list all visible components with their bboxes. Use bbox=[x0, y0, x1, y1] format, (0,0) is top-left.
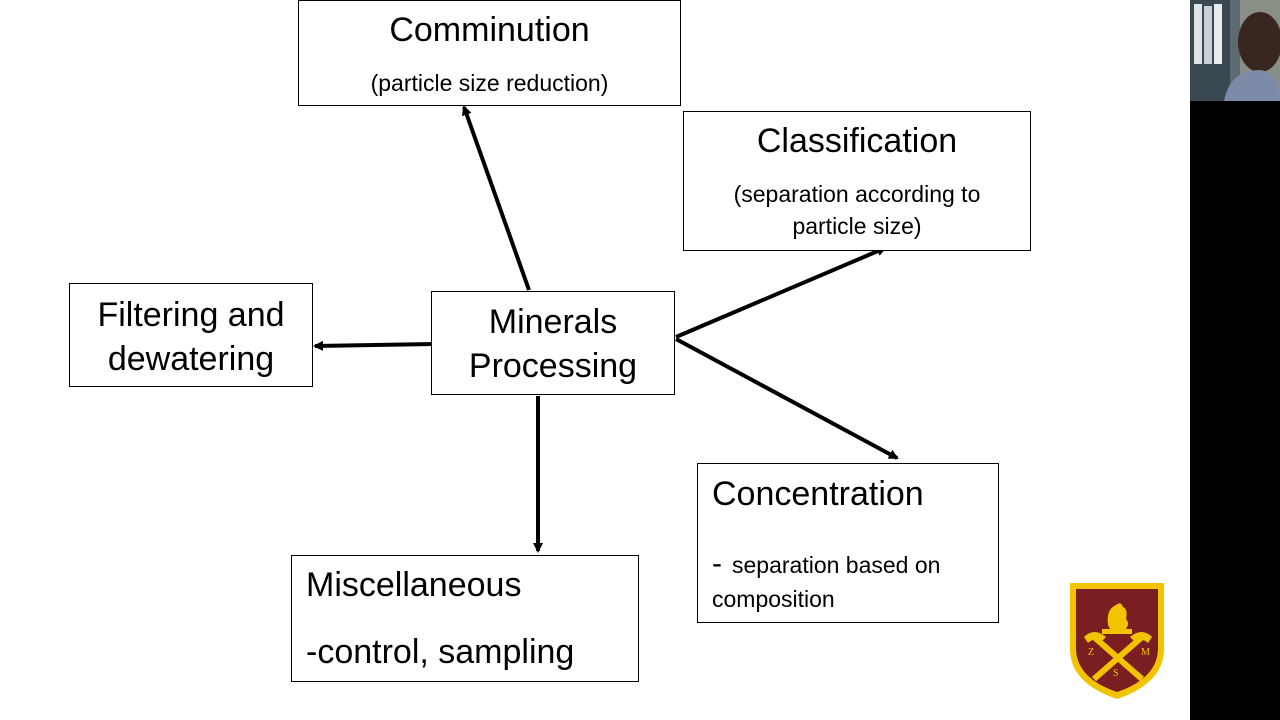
logo-letter-s: S bbox=[1113, 668, 1119, 679]
hammer-icon bbox=[1084, 632, 1106, 643]
webcam-feed bbox=[1190, 0, 1280, 101]
arrow-to-comminution bbox=[461, 105, 531, 291]
school-crest-logo: Z M S bbox=[1070, 583, 1164, 699]
comminution-box: Comminution (particle size reduction) bbox=[298, 0, 681, 106]
miscellaneous-box: Miscellaneous -control, sampling bbox=[291, 555, 639, 682]
concentration-box: Concentration -separation based on compo… bbox=[697, 463, 999, 623]
filtering-title: Filtering and dewatering bbox=[70, 293, 312, 381]
bird-icon bbox=[1107, 603, 1128, 629]
comminution-title: Comminution bbox=[389, 11, 590, 49]
miscellaneous-subtitle: -control, sampling bbox=[306, 633, 575, 671]
logo-letter-m: M bbox=[1141, 647, 1150, 658]
arrow-to-filtering bbox=[313, 340, 436, 351]
filtering-line2: dewatering bbox=[107, 340, 275, 378]
concentration-dash: - bbox=[712, 547, 722, 580]
logo-letter-z: Z bbox=[1088, 647, 1094, 658]
classification-subtitle: (separation according to particle size) bbox=[694, 178, 1020, 242]
concentration-subtitle-line1: separation based on bbox=[732, 552, 941, 578]
concentration-subtitle-line2: composition bbox=[712, 586, 835, 612]
classification-subtitle-line2: particle size) bbox=[792, 213, 922, 239]
classification-subtitle-line1: (separation according to bbox=[733, 181, 981, 207]
miscellaneous-title: Miscellaneous bbox=[306, 566, 522, 604]
comminution-subtitle: (particle size reduction) bbox=[370, 70, 609, 96]
hammer-icon bbox=[1130, 632, 1152, 643]
concentration-subtitle: -separation based on composition bbox=[712, 547, 940, 616]
center-line1: Minerals bbox=[488, 303, 618, 341]
arrow-to-classification bbox=[675, 246, 887, 339]
arrow-to-concentration bbox=[675, 337, 899, 460]
filtering-line1: Filtering and bbox=[97, 296, 285, 334]
minerals-processing-title: Minerals Processing bbox=[432, 300, 674, 388]
classification-box: Classification (separation according to … bbox=[683, 111, 1031, 251]
arrows-layer bbox=[313, 105, 899, 553]
slide: Comminution (particle size reduction) Cl… bbox=[69, 0, 1164, 699]
center-line2: Processing bbox=[468, 347, 638, 385]
concentration-title: Concentration bbox=[712, 475, 924, 513]
minerals-processing-box: Minerals Processing bbox=[431, 291, 675, 395]
filtering-box: Filtering and dewatering bbox=[69, 283, 313, 387]
presenter-webcam bbox=[1190, 0, 1280, 101]
classification-title: Classification bbox=[756, 122, 958, 160]
side-black-strip bbox=[1190, 0, 1280, 720]
